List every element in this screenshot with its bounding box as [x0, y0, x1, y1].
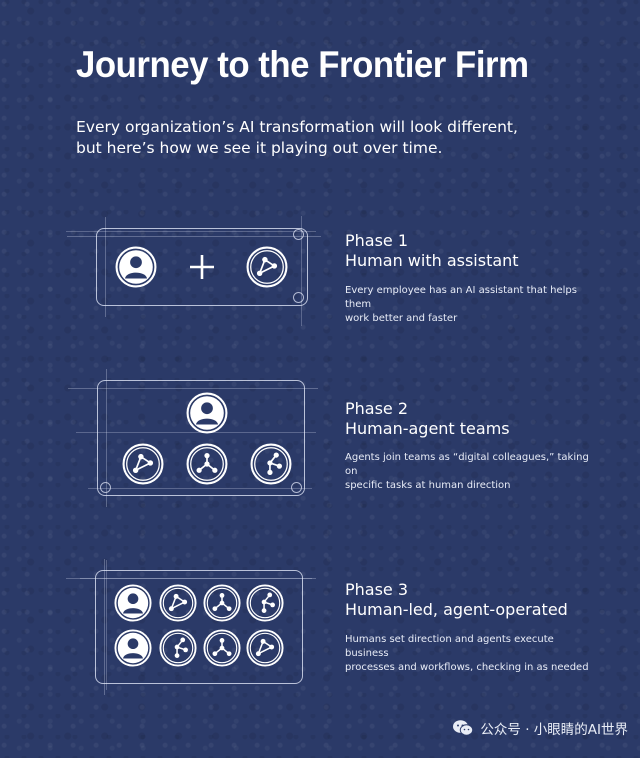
phase-1-description: Every employee has an AI assistant that … [345, 284, 595, 326]
page-title: Journey to the Frontier Firm [76, 44, 529, 85]
sketch-guide-line [301, 216, 302, 326]
phase-1-desc-line-2: work better and faster [345, 313, 458, 324]
agent-network-icon [122, 443, 164, 485]
agent-network-icon [186, 443, 228, 485]
phase-1-desc-line-1: Every employee has an AI assistant that … [345, 285, 577, 310]
agent-network-icon [250, 443, 292, 485]
phase-3-number: Phase 3 [345, 580, 409, 599]
person-icon [115, 246, 157, 288]
agent-network-icon [203, 629, 241, 667]
plus-icon [190, 255, 214, 279]
agent-network-icon [159, 629, 197, 667]
watermark-text: 公众号 · 小眼睛的AI世界 [480, 722, 628, 738]
agent-network-icon [246, 629, 284, 667]
sketch-guide-line [88, 488, 312, 489]
sketch-guide-line [76, 432, 316, 433]
agent-network-icon [246, 584, 284, 622]
watermark: 公众号 · 小眼睛的AI世界 [452, 718, 628, 738]
sketch-guide-line [106, 560, 107, 690]
subtitle-line-2: but here’s how we see it playing out ove… [76, 139, 443, 157]
phase-2-description: Agents join teams as “digital colleagues… [345, 451, 595, 493]
phase-2-number: Phase 2 [345, 399, 409, 418]
phase-3-description: Humans set direction and agents execute … [345, 633, 595, 675]
wechat-icon [453, 720, 474, 736]
phase-1-number: Phase 1 [345, 231, 409, 250]
sketch-knob [291, 482, 302, 493]
page-subtitle: Every organization’s AI transformation w… [76, 117, 546, 159]
phase-3-desc-line-1: Humans set direction and agents execute … [345, 634, 554, 659]
agent-network-icon [203, 584, 241, 622]
phase-1-frame [67, 217, 321, 317]
sketch-guide-line [80, 578, 312, 579]
phase-3-frame [66, 559, 316, 695]
agent-network-icon [159, 584, 197, 622]
phase-3-name: Human-led, agent-operated [345, 600, 568, 619]
phase-3-desc-line-2: processes and workflows, checking in as … [345, 662, 589, 673]
phase-2-frame [68, 369, 318, 507]
phase-2-name: Human-agent teams [345, 419, 510, 438]
person-icon [114, 629, 152, 667]
phase-2-desc-line-2: specific tasks at human direction [345, 480, 511, 491]
person-icon [186, 392, 228, 434]
sketch-knob [293, 229, 304, 240]
sketch-knob [100, 482, 111, 493]
subtitle-line-1: Every organization’s AI transformation w… [76, 118, 518, 136]
sketch-guide-line [66, 231, 316, 232]
phase-1-name: Human with assistant [345, 251, 519, 270]
sketch-knob [293, 292, 304, 303]
agent-network-icon [246, 246, 288, 288]
phase-2-desc-line-1: Agents join teams as “digital colleagues… [345, 452, 589, 477]
person-icon [114, 584, 152, 622]
